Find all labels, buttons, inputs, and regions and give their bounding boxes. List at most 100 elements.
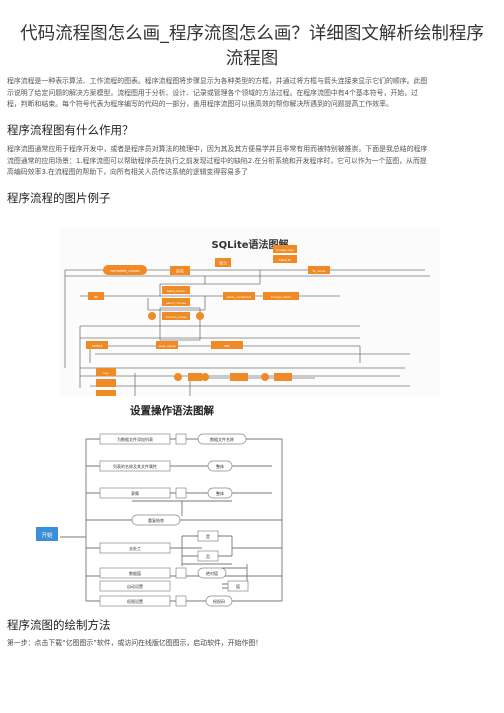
node-data-value-arrow xyxy=(175,567,187,579)
node-join-circle-5 xyxy=(261,373,269,381)
article-title: 代码流程图怎么画_程序流图怎么画？详细图文解析绘制程序 流程图 xyxy=(20,24,484,69)
node-absolute-value-label: 绝对值 xyxy=(206,570,218,576)
node-value xyxy=(227,580,249,592)
node-join-circle-2 xyxy=(196,312,204,320)
node-belong-label: 隶属 xyxy=(131,490,139,496)
node-column-name-label: column_name xyxy=(165,315,186,319)
node-start xyxy=(36,527,58,541)
node-alias xyxy=(170,266,190,275)
node-fk-name xyxy=(308,266,330,274)
node-table-name-label: table_name xyxy=(167,289,185,293)
node-list-name-label: 列表的名称及其文件属性 xyxy=(113,463,157,469)
node-view-name-label: view_name xyxy=(159,344,176,348)
node-table-name xyxy=(162,286,190,294)
section-heading-examples: 程序流程的图片例子 xyxy=(7,191,111,205)
node-join-circle-4 xyxy=(201,373,209,381)
purpose-line-3: 高编码效率3.在流程图的帮助下，向所有相关人员传达系统的逻辑变得容易多了 xyxy=(7,168,248,176)
node-repeat-end xyxy=(131,514,181,526)
node-table-fk xyxy=(273,255,297,263)
node-permission-label: 权限设置 xyxy=(127,598,143,604)
node-list-name xyxy=(99,460,171,472)
section-heading-purpose: 程序流程图有什么作用？ xyxy=(7,123,134,137)
node-join-circle-3 xyxy=(174,373,182,381)
node-as-label: as xyxy=(94,295,98,299)
node-whole-1-label: 整体 xyxy=(216,463,224,469)
node-sql xyxy=(211,341,243,349)
node-join-circle-1 xyxy=(148,312,156,320)
node-belong-arrow xyxy=(175,487,187,499)
node-auto-set-label: 自动设置 xyxy=(127,583,143,589)
node-data-file-name xyxy=(197,433,247,445)
sqlite-diagram-title: SQLite语法图解 xyxy=(211,238,288,251)
node-whole-2 xyxy=(207,487,233,499)
node-go-work-label: 去处工 xyxy=(129,545,141,551)
node-foreign-key-label: foreign_key xyxy=(276,248,294,252)
node-repeat-end-label: 重复结束 xyxy=(148,517,164,523)
node-belong xyxy=(99,487,171,499)
node-right-box-2 xyxy=(274,373,292,381)
node-yes-label: 是 xyxy=(206,533,210,539)
node-whole-2-label: 整体 xyxy=(216,490,224,496)
node-start-label: 开始 xyxy=(41,531,53,539)
node-yes xyxy=(197,530,219,542)
node-auto-set xyxy=(99,580,171,592)
node-key-1-label: key xyxy=(103,371,108,375)
node-foreign-table-label: foreign_table xyxy=(271,295,291,299)
node-no-label: 否 xyxy=(206,554,210,559)
node-absolute-value xyxy=(197,567,227,579)
sqlite-diagram-nodes: complete_clause 别名 显示 foreign_key table_… xyxy=(86,245,330,396)
node-data-file-name-label: 数据文件名称 xyxy=(210,436,234,442)
node-select-clause-label: select_clause xyxy=(166,301,186,305)
node-complete-clause-label: complete_clause xyxy=(110,269,139,273)
node-display-label: 显示 xyxy=(219,261,227,266)
node-value-label: 值 xyxy=(236,583,240,589)
node-mid-box xyxy=(188,373,202,381)
purpose-line-1: 程序流图通常应用于程序开发中，或者是程序员对算法的梳理中，因为其及其方便易学并且… xyxy=(7,145,428,153)
node-permission xyxy=(99,595,171,607)
node-column-name xyxy=(162,312,190,320)
sqlite-syntax-diagram: SQLite语法图解 xyxy=(60,228,440,396)
node-fk-name-label: fk_name xyxy=(313,269,326,273)
node-view-name xyxy=(156,341,178,349)
settings-diagram-nodes: 开始 为数据文件添加列表 数据文件名称 列表的名称及其文件属性 整体 隶属 整体… xyxy=(36,433,249,607)
node-alias-label: 别名 xyxy=(176,268,184,274)
node-complete-clause xyxy=(103,265,147,275)
step-1-text: 第一步：点击下载“亿图图示”软件，或访问在线版亿图图示，启动软件，开始作图！ xyxy=(7,639,263,647)
node-table-fk-label: table_fk xyxy=(279,258,291,262)
node-go-work xyxy=(99,542,171,554)
intro-line-1: 程序流程是一种表示算法、工作流程的图表。程序流程图将步骤显示为各种类型的方框，并… xyxy=(7,77,428,85)
node-permission-arrow xyxy=(175,595,187,607)
settings-syntax-diagram: 设置操作语法图解 xyxy=(22,396,430,610)
node-select xyxy=(86,341,108,349)
node-key-1 xyxy=(96,368,116,376)
node-auth-code xyxy=(205,595,233,607)
node-key-2 xyxy=(96,379,116,387)
node-add-list-arrow xyxy=(175,433,187,445)
sqlite-diagram-svg: SQLite语法图解 xyxy=(60,228,440,396)
node-key-3 xyxy=(96,390,116,396)
node-right-box xyxy=(230,373,248,381)
node-no xyxy=(197,550,219,562)
purpose-line-2: 流图通常的应用场景：1.程序流图可以帮助程序员在执行之前发现过程中的缺陷2.在分… xyxy=(7,156,427,165)
node-foreign-table xyxy=(263,292,299,300)
node-table-constraint xyxy=(223,292,255,300)
node-foreign-key xyxy=(273,245,297,253)
intro-line-2: 示说明了给定问题的解决方案模型。流程图用于分析、设计、记录或管理各个领域的方法过… xyxy=(7,88,418,97)
node-auth-code-label: 授权码 xyxy=(213,598,225,604)
node-data-value-label: 数据值 xyxy=(129,570,141,576)
node-whole-1 xyxy=(207,460,233,472)
intro-line-3: 程，判断和结束。每个符号代表为程序编写的代码的一部分，善用程序流图可以很高效的帮… xyxy=(7,100,393,108)
node-add-list-label: 为数据文件添加列表 xyxy=(117,436,153,442)
node-select-label: select xyxy=(92,344,103,348)
node-data-value xyxy=(99,567,171,579)
node-sql-label: sql xyxy=(224,344,229,348)
node-table-constraint-label: table_constraint xyxy=(227,295,252,299)
section-heading-method: 程序流图的绘制方法 xyxy=(7,618,111,632)
node-add-list xyxy=(99,433,171,445)
settings-diagram-title: 设置操作语法图解 xyxy=(130,404,214,417)
node-select-clause xyxy=(162,298,190,306)
node-display xyxy=(215,258,231,267)
node-as xyxy=(88,292,104,300)
settings-diagram-svg: 设置操作语法图解 xyxy=(22,396,430,610)
